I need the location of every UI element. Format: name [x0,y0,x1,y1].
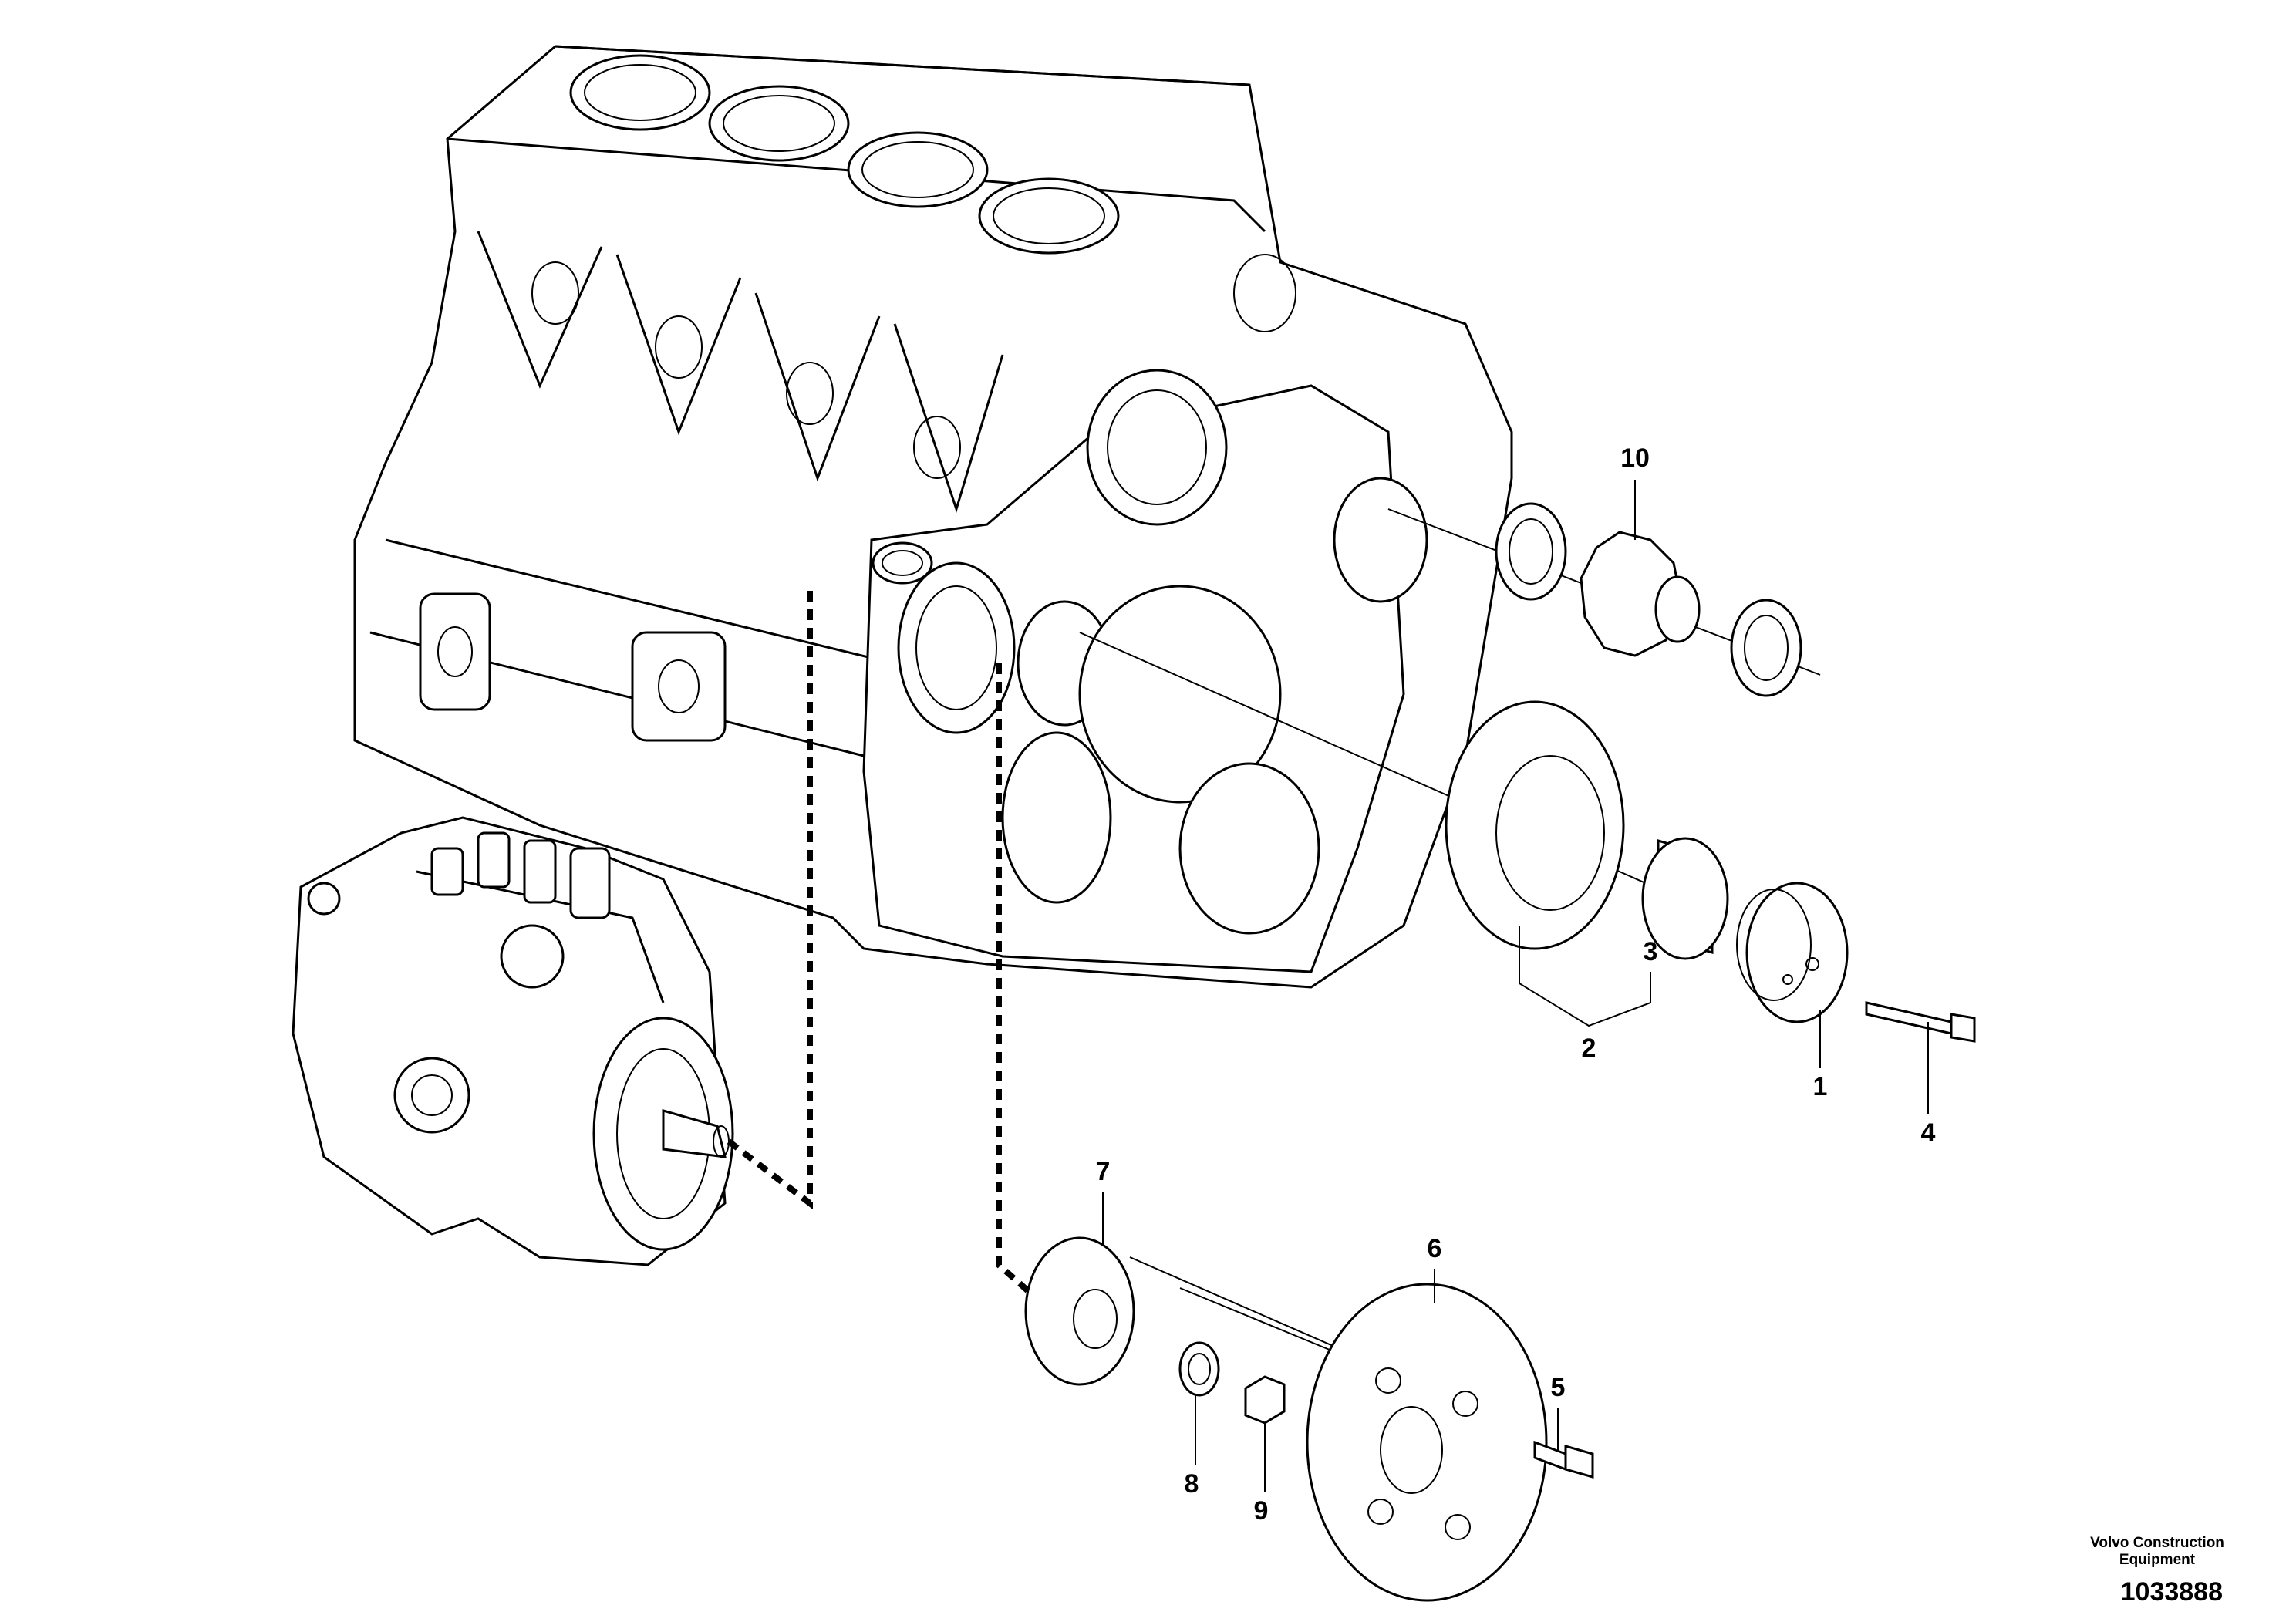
callout-3: 3 [1644,937,1658,966]
engine-block [353,45,1513,989]
publisher-credit-line-1: Volvo Construction [2090,1535,2224,1551]
callout-8: 8 [1185,1469,1199,1499]
document-number: 1033888 [2120,1577,2223,1607]
callout-9: 9 [1254,1496,1269,1526]
callout-1: 1 [1813,1072,1828,1101]
callout-10: 10 [1620,443,1650,473]
callout-7: 7 [1096,1157,1111,1186]
publisher-credit: Volvo Construction Equipment [2080,1535,2234,1569]
camshaft-gear-assembly [1445,700,1976,1043]
callout-5: 5 [1551,1373,1566,1402]
injection-pump [292,816,734,1266]
assembly-connection-lines [727,586,1036,1298]
callout-6: 6 [1428,1234,1442,1263]
callout-2: 2 [1582,1034,1596,1063]
leader-lines [1102,480,1929,1492]
injection-pump-gear-assembly [1024,1236,1594,1602]
callout-labels: 10 3 2 1 4 7 6 5 8 9 [1096,443,1936,1526]
idler-gear-assembly [1495,502,1802,697]
publisher-credit-line-2: Equipment [2119,1552,2196,1568]
callout-4: 4 [1921,1118,1936,1148]
